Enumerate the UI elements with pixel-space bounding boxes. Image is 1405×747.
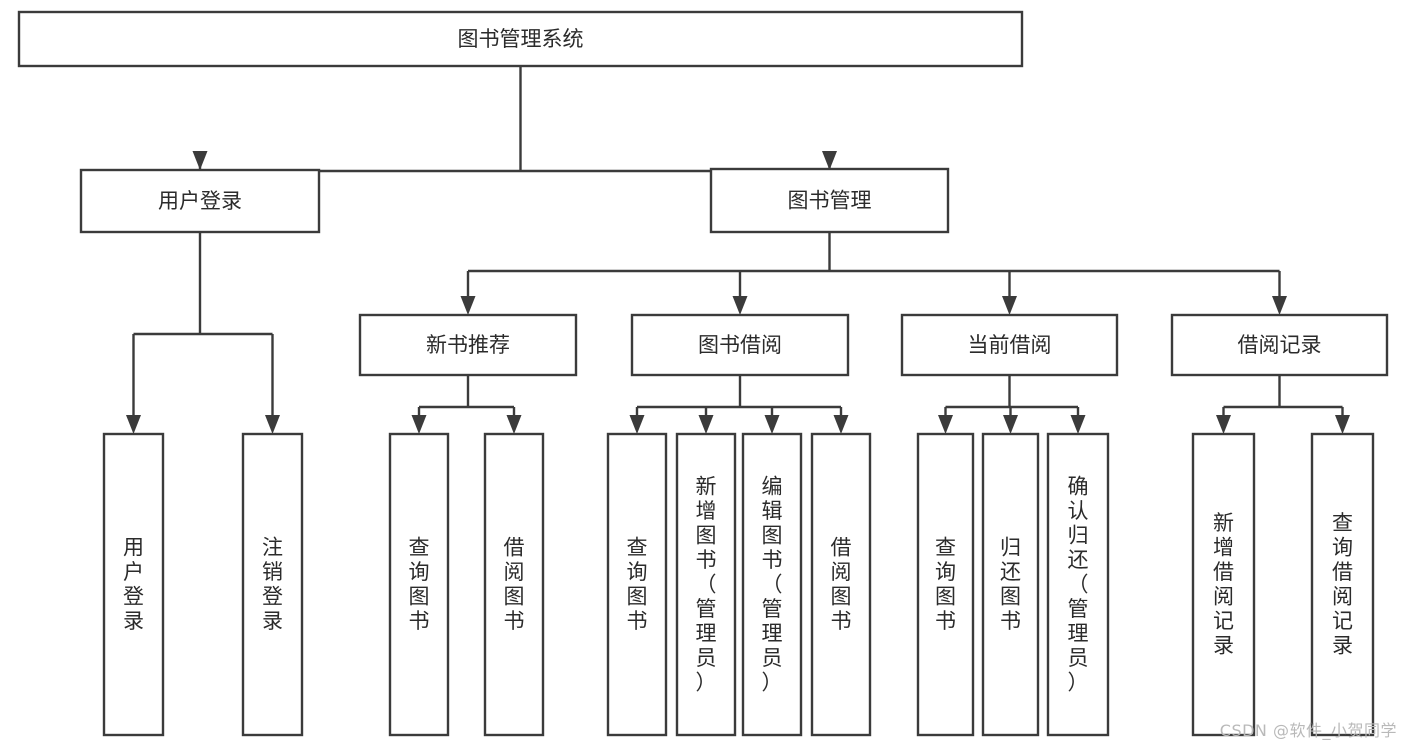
arrow-icon-leaf-query-book-3 <box>938 415 953 434</box>
node-box-leaf-borrow-book-2 <box>810 432 872 737</box>
node-book-borrow[interactable]: 图书借阅 <box>630 313 850 377</box>
node-user-login[interactable]: 用户登录 <box>79 168 321 234</box>
node-label-leaf-logout: 注销登录 <box>262 536 283 634</box>
node-label-leaf-confirm-return: 确认归还（管理员） <box>1068 474 1089 694</box>
node-box-book-manage <box>709 167 950 234</box>
node-label-borrow-record: 借阅记录 <box>1238 333 1322 357</box>
node-book-manage[interactable]: 图书管理 <box>709 167 950 234</box>
node-leaf-borrow-book-1[interactable]: 借阅图书 <box>483 432 545 737</box>
node-box-leaf-query-book-2 <box>606 432 668 737</box>
node-box-leaf-borrow-book-1 <box>483 432 545 737</box>
node-label-leaf-edit-book: 编辑图书（管理员） <box>762 474 783 694</box>
node-box-root <box>17 10 1024 68</box>
arrow-icon-book-borrow <box>732 296 748 315</box>
node-label-leaf-query-book-2: 查询图书 <box>627 536 648 634</box>
node-box-borrow-record <box>1170 313 1389 377</box>
node-leaf-add-book[interactable]: 新增图书（管理员） <box>675 432 737 737</box>
node-label-leaf-query-record: 查询借阅记录 <box>1332 511 1353 658</box>
node-label-leaf-add-book: 新增图书（管理员） <box>696 474 717 694</box>
node-leaf-confirm-return[interactable]: 确认归还（管理员） <box>1046 432 1110 737</box>
node-leaf-query-book-3[interactable]: 查询图书 <box>916 432 975 737</box>
arrow-icon-leaf-query-record <box>1335 415 1350 434</box>
csdn-watermark: CSDN @软件_小贺同学 <box>1219 721 1397 740</box>
arrow-icon-new-book-rec <box>460 296 476 315</box>
arrow-icon-leaf-query-book-1 <box>411 415 427 434</box>
arrow-icon-leaf-edit-book <box>764 415 780 434</box>
node-leaf-query-book-1[interactable]: 查询图书 <box>388 432 450 737</box>
node-label-user-login: 用户登录 <box>158 189 242 213</box>
node-box-user-login <box>79 168 321 234</box>
node-current-borrow[interactable]: 当前借阅 <box>900 313 1119 377</box>
node-box-leaf-add-record <box>1191 432 1256 737</box>
node-leaf-logout[interactable]: 注销登录 <box>241 432 304 737</box>
node-borrow-record[interactable]: 借阅记录 <box>1170 313 1389 377</box>
node-label-root: 图书管理系统 <box>458 27 584 51</box>
arrow-icon-leaf-borrow-book-1 <box>506 415 522 434</box>
arrow-icon-borrow-record <box>1272 296 1287 315</box>
arrow-icon-leaf-add-record <box>1216 415 1231 434</box>
node-label-leaf-user-login: 用户登录 <box>123 536 144 634</box>
node-new-book-rec[interactable]: 新书推荐 <box>358 313 578 377</box>
node-box-new-book-rec <box>358 313 578 377</box>
node-label-leaf-query-book-1: 查询图书 <box>409 536 430 634</box>
node-leaf-borrow-book-2[interactable]: 借阅图书 <box>810 432 872 737</box>
arrow-icon-user-login <box>192 151 208 170</box>
arrow-icon-leaf-add-book <box>698 415 714 434</box>
node-leaf-user-login[interactable]: 用户登录 <box>102 432 165 737</box>
node-label-new-book-rec: 新书推荐 <box>426 333 510 357</box>
node-box-leaf-query-book-3 <box>916 432 975 737</box>
arrow-icon-leaf-logout <box>265 415 280 434</box>
node-layer: 图书管理系统用户登录图书管理新书推荐图书借阅当前借阅借阅记录用户登录注销登录查询… <box>17 10 1389 737</box>
node-label-leaf-query-book-3: 查询图书 <box>935 536 956 634</box>
arrow-icon-leaf-return-book <box>1003 415 1018 434</box>
node-box-leaf-query-record <box>1310 432 1375 737</box>
node-leaf-add-record[interactable]: 新增借阅记录 <box>1191 432 1256 737</box>
arrow-icon-leaf-borrow-book-2 <box>833 415 849 434</box>
arrow-icon-leaf-confirm-return <box>1070 415 1086 434</box>
arrow-icon-book-manage <box>822 151 837 170</box>
node-leaf-query-book-2[interactable]: 查询图书 <box>606 432 668 737</box>
node-box-leaf-return-book <box>981 432 1040 737</box>
node-box-leaf-logout <box>241 432 304 737</box>
node-box-leaf-add-book <box>675 432 737 737</box>
node-box-leaf-query-book-1 <box>388 432 450 737</box>
node-label-book-borrow: 图书借阅 <box>698 333 782 357</box>
node-label-leaf-return-book: 归还图书 <box>1000 536 1021 634</box>
connector-layer <box>126 66 1350 434</box>
node-label-leaf-borrow-book-2: 借阅图书 <box>831 536 852 634</box>
node-label-leaf-add-record: 新增借阅记录 <box>1213 511 1234 658</box>
node-leaf-query-record[interactable]: 查询借阅记录 <box>1310 432 1375 737</box>
node-label-book-manage: 图书管理 <box>788 189 872 213</box>
node-box-leaf-confirm-return <box>1046 432 1110 737</box>
node-root[interactable]: 图书管理系统 <box>17 10 1024 68</box>
node-box-current-borrow <box>900 313 1119 377</box>
node-box-leaf-user-login <box>102 432 165 737</box>
arrow-icon-leaf-user-login <box>126 415 141 434</box>
node-label-current-borrow: 当前借阅 <box>968 333 1052 357</box>
arrow-icon-current-borrow <box>1002 296 1017 315</box>
node-leaf-edit-book[interactable]: 编辑图书（管理员） <box>741 432 803 737</box>
node-box-book-borrow <box>630 313 850 377</box>
node-label-leaf-borrow-book-1: 借阅图书 <box>504 536 525 634</box>
node-leaf-return-book[interactable]: 归还图书 <box>981 432 1040 737</box>
node-box-leaf-edit-book <box>741 432 803 737</box>
arrow-icon-leaf-query-book-2 <box>629 415 645 434</box>
